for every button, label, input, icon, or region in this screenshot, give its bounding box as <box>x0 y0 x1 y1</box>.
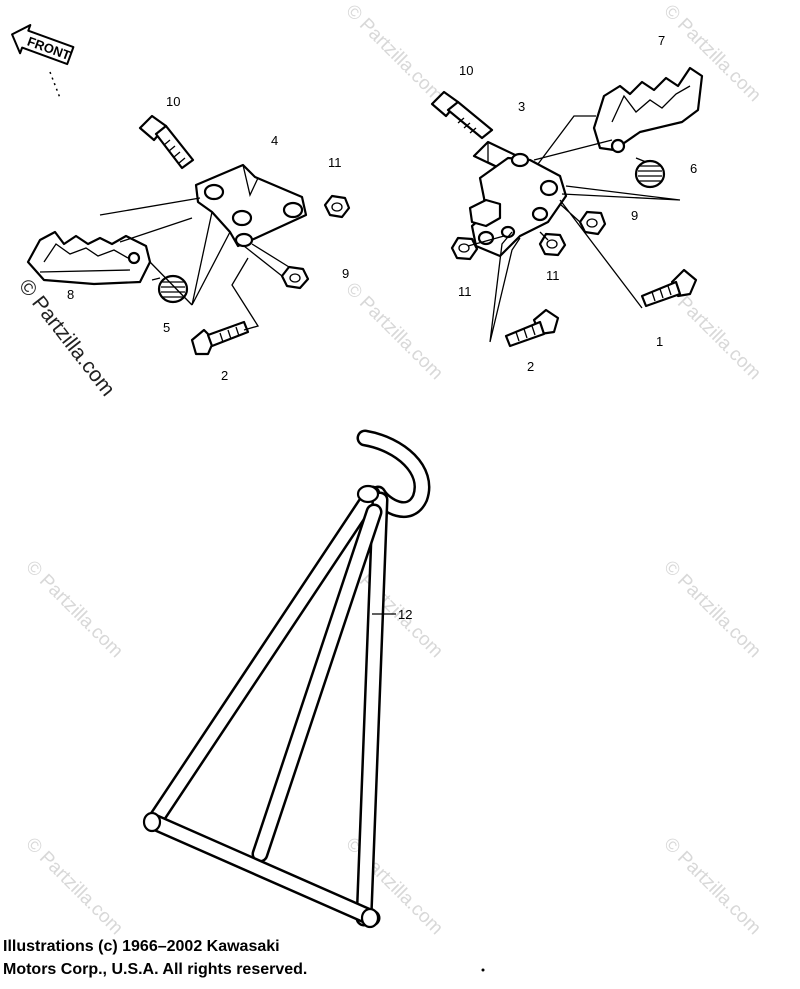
callout-11: 11 <box>458 284 472 299</box>
nut-9-left <box>280 265 310 290</box>
callout-labels: 1 2 2 3 4 5 6 7 8 9 9 10 10 11 11 11 12 <box>67 33 697 622</box>
callout-12: 12 <box>398 607 412 622</box>
callout-11: 11 <box>328 155 342 170</box>
watermark: © Partzilla.com <box>659 557 764 662</box>
copyright-notice: Illustrations (c) 1966–2002 Kawasaki Mot… <box>3 935 307 981</box>
nut-11-left <box>323 194 351 219</box>
watermark: © Partzilla.com <box>341 279 446 384</box>
leader-lines-left <box>99 197 290 331</box>
footpeg-8 <box>26 230 152 286</box>
callout-2: 2 <box>221 368 228 383</box>
bolt-2-left <box>190 320 250 356</box>
bolt-10-right <box>430 90 494 140</box>
callout-3: 3 <box>518 99 525 114</box>
callout-10: 10 <box>459 63 473 78</box>
callout-7: 7 <box>658 33 665 48</box>
callout-8: 8 <box>67 287 74 302</box>
bolt-2-right <box>504 308 560 348</box>
bolt-1 <box>640 268 698 308</box>
leader-lines-right <box>467 115 681 343</box>
callout-6: 6 <box>690 161 697 176</box>
copyright-line-1: Illustrations (c) 1966–2002 Kawasaki <box>3 938 280 955</box>
front-arrow-icon: FRONT <box>11 24 75 99</box>
spring-6 <box>634 157 666 189</box>
bracket-right <box>468 152 568 258</box>
callout-4: 4 <box>271 133 278 148</box>
stand-12 <box>142 429 431 929</box>
bracket-4 <box>194 163 308 248</box>
copyright-line-2: Motors Corp., U.S.A. All rights reserved… <box>3 961 308 978</box>
nut-11-right-a <box>450 236 479 261</box>
callout-9: 9 <box>631 208 638 223</box>
footpeg-7 <box>592 66 704 154</box>
callout-9: 9 <box>342 266 349 281</box>
watermark-group: © Partzilla.com © Partzilla.com © Partzi… <box>21 1 764 939</box>
callout-11: 11 <box>546 268 560 283</box>
callout-5: 5 <box>163 320 170 335</box>
left-footpeg-assembly <box>26 114 351 356</box>
watermark: © Partzilla.com <box>659 834 764 939</box>
stray-dot <box>481 968 485 972</box>
spring-5 <box>151 274 189 304</box>
nut-11-right-b <box>538 232 567 257</box>
callout-2: 2 <box>527 359 534 374</box>
right-footpeg-assembly <box>430 66 704 348</box>
watermark: © Partzilla.com <box>21 557 126 662</box>
bolt-10-left <box>138 114 195 170</box>
watermark: © Partzilla.com <box>21 834 126 939</box>
callout-10: 10 <box>166 94 180 109</box>
callout-1: 1 <box>656 334 663 349</box>
watermark: © Partzilla.com <box>341 1 446 106</box>
